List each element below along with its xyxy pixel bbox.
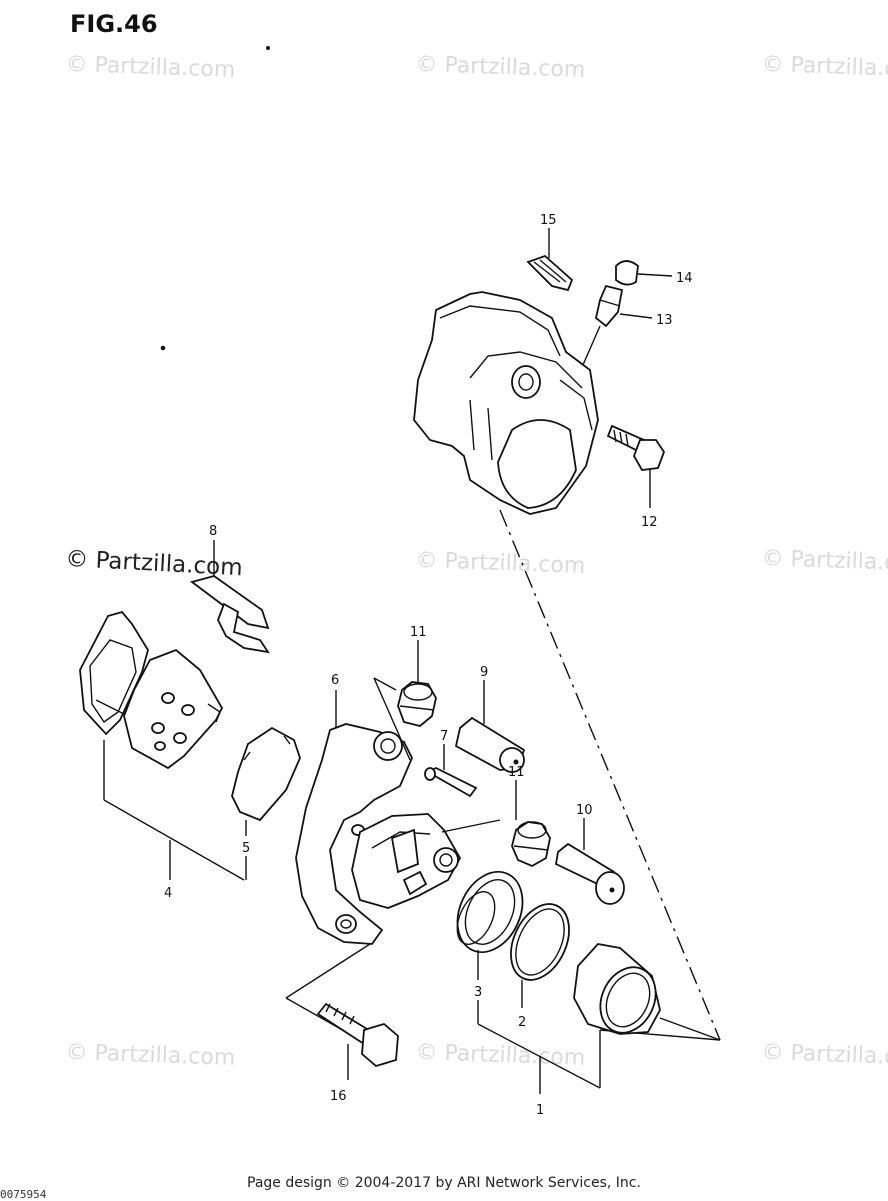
part-16-bracket-bolt[interactable] — [316, 1002, 399, 1068]
callout-4: 4 — [164, 886, 172, 901]
caliper-body-upper[interactable] — [413, 291, 599, 515]
part-2-o-ring[interactable] — [500, 895, 581, 989]
stray-dot — [160, 345, 166, 351]
part-4-brake-pad-outer[interactable] — [79, 610, 149, 736]
assembly-line — [499, 509, 721, 1041]
callout-8: 8 — [209, 524, 217, 539]
part-15-clip[interactable] — [526, 254, 574, 292]
leader-line — [373, 677, 397, 691]
exploded-parts-diagram: 1 2 3 4 5 6 7 8 9 10 11 11 12 13 14 15 1… — [79, 46, 721, 1118]
leader-line — [477, 1023, 601, 1089]
callout-15: 15 — [540, 213, 557, 228]
part-13-bleeder-valve[interactable] — [594, 284, 624, 328]
figure-title: FIG.46 — [70, 10, 158, 38]
callout-10: 10 — [576, 803, 593, 818]
leader-line — [619, 313, 653, 319]
leader-line — [373, 677, 411, 761]
callout-6: 6 — [331, 673, 339, 688]
part-6-caliper-bracket[interactable] — [295, 723, 462, 945]
diagram-code: 0075954 — [0, 1188, 47, 1201]
callout-14: 14 — [676, 271, 693, 286]
part-14-bleeder-cap[interactable] — [615, 260, 639, 286]
callout-1: 1 — [536, 1103, 544, 1118]
callout-7: 7 — [440, 729, 448, 744]
part-5-shim[interactable] — [231, 726, 301, 822]
callout-9: 9 — [480, 665, 488, 680]
leader-line — [659, 1017, 721, 1041]
callout-12: 12 — [641, 515, 658, 530]
callout-3: 3 — [474, 985, 482, 1000]
callout-11-upper: 11 — [410, 625, 427, 640]
footer-copyright: Page design © 2004-2017 by ARI Network S… — [247, 1175, 641, 1191]
leader-line — [637, 273, 673, 277]
part-4-brake-pad-inner[interactable] — [123, 648, 224, 770]
callout-13: 13 — [656, 313, 673, 328]
callout-5: 5 — [242, 841, 250, 856]
part-10-slide-pin[interactable] — [555, 842, 625, 905]
leader-line — [103, 799, 245, 881]
stray-dot — [266, 46, 270, 50]
callout-2: 2 — [518, 1015, 526, 1030]
callout-16: 16 — [330, 1089, 347, 1104]
part-8-pad-clip[interactable] — [189, 575, 270, 654]
part-11-boot-upper[interactable] — [397, 681, 437, 727]
part-11-boot-lower[interactable] — [511, 821, 551, 868]
part-7-pin[interactable] — [424, 766, 478, 798]
leader-line — [285, 997, 347, 1033]
part-9-slide-pin[interactable] — [454, 716, 526, 773]
leader-line — [441, 819, 501, 833]
leader-line — [285, 943, 371, 999]
part-12-caliper-bolt[interactable] — [606, 424, 666, 471]
part-3-seal[interactable] — [445, 861, 535, 962]
piston[interactable] — [573, 943, 666, 1042]
callout-11-lower: 11 — [508, 765, 525, 780]
